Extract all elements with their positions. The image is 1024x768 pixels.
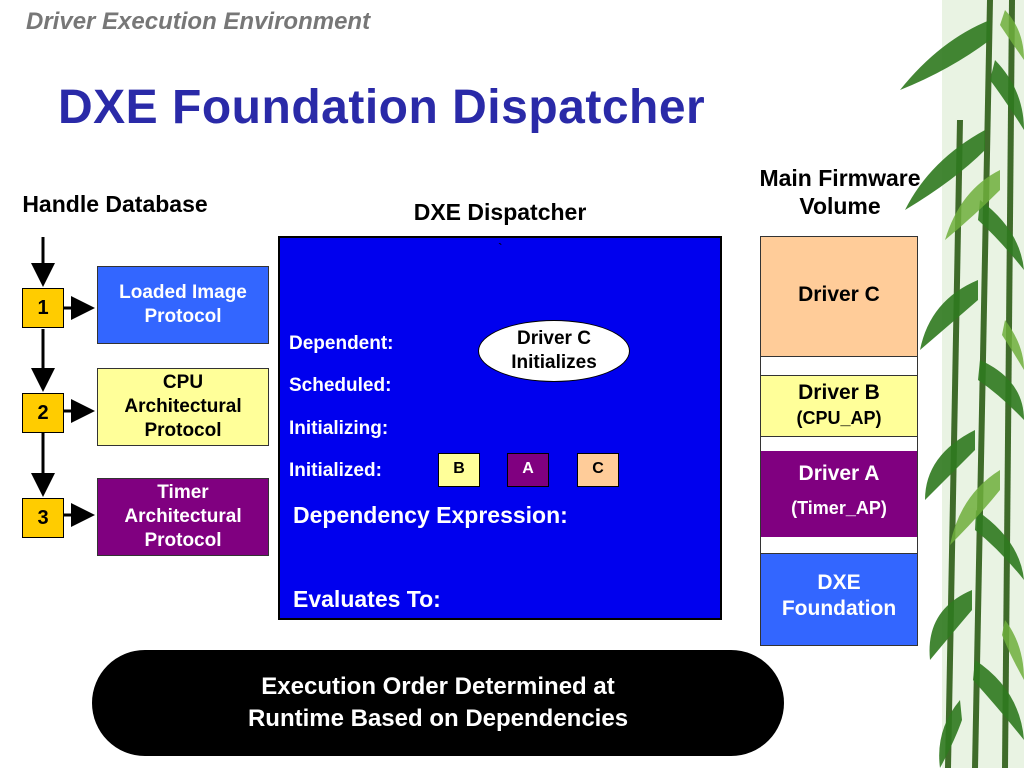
handle-number-3: 3 bbox=[22, 498, 64, 538]
execution-order-banner: Execution Order Determined at Runtime Ba… bbox=[92, 650, 784, 756]
handle-database-header: Handle Database bbox=[22, 191, 208, 217]
fv-driver-b: Driver B (CPU_AP) bbox=[761, 375, 917, 437]
initializing-label: Initializing: bbox=[289, 418, 389, 439]
initialized-driver-b: B bbox=[438, 453, 480, 487]
initialized-driver-c: C bbox=[577, 453, 619, 487]
fv-driver-a: Driver A (Timer_AP) bbox=[761, 451, 917, 537]
handle-number-2: 2 bbox=[22, 393, 64, 433]
dependency-expression-label: Dependency Expression: bbox=[293, 502, 568, 528]
initialized-driver-a: A bbox=[507, 453, 549, 487]
dxe-dispatcher-header: DXE Dispatcher bbox=[413, 199, 587, 225]
subtitle: Driver Execution Environment bbox=[26, 8, 371, 35]
initialized-label: Initialized: bbox=[289, 460, 382, 481]
scheduled-label: Scheduled: bbox=[289, 375, 392, 396]
handle-number-1: 1 bbox=[22, 288, 64, 328]
evaluates-to-label: Evaluates To: bbox=[293, 586, 441, 612]
fv-dxe-foundation: DXE Foundation bbox=[761, 553, 917, 645]
fv-driver-c: Driver C bbox=[761, 237, 917, 357]
tick-mark: ` bbox=[498, 240, 503, 256]
page-title: DXE Foundation Dispatcher bbox=[58, 81, 706, 134]
dxe-dispatcher-panel: ` Dependent: Scheduled: Initializing: In… bbox=[278, 236, 722, 620]
dependent-label: Dependent: bbox=[289, 333, 394, 354]
firmware-volume-container: Driver C Driver B (CPU_AP) Driver A (Tim… bbox=[760, 236, 918, 646]
